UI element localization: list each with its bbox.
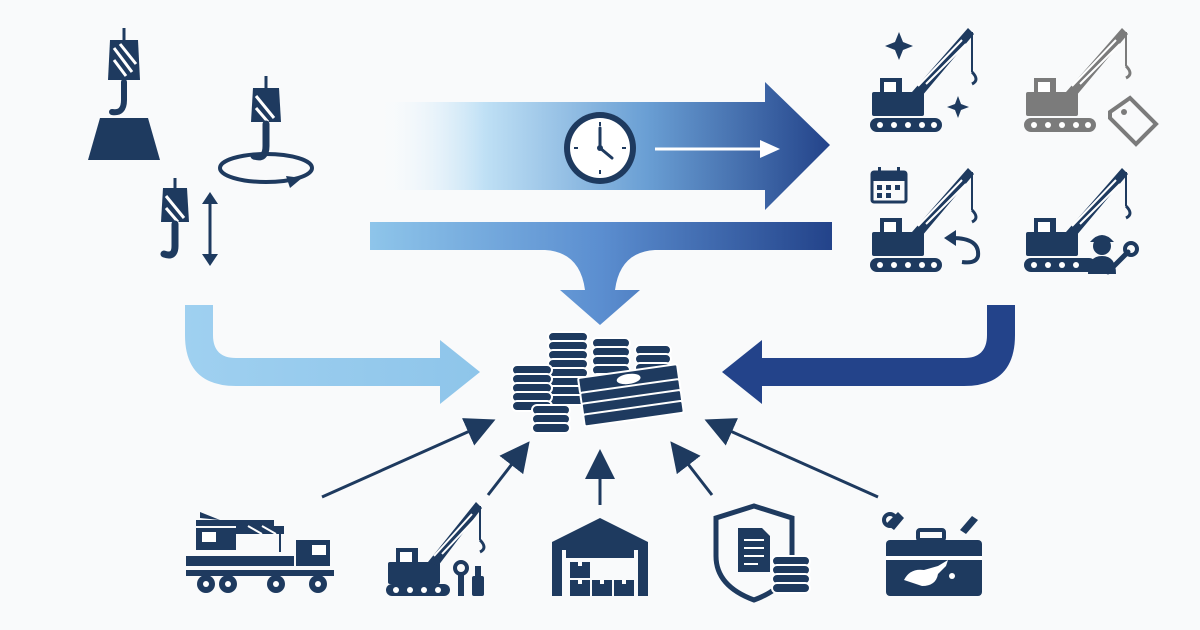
crane-maintenance-worker-icon xyxy=(1024,168,1139,275)
used-crane-price-tag-icon xyxy=(1024,28,1159,147)
new-crane-sparkle-icon xyxy=(870,28,978,132)
bottom-inflow-arrows xyxy=(321,418,879,505)
right-flow-arrow xyxy=(722,305,1015,404)
crane-rental-calendar-icon xyxy=(870,167,981,272)
insurance-shield-document-icon xyxy=(713,503,811,603)
money-coins-banknotes-icon xyxy=(511,331,685,434)
clock-icon xyxy=(564,112,636,184)
hook-with-load-icon xyxy=(88,28,160,160)
truck-crane-icon xyxy=(186,512,334,593)
toolbox-oil-can-icon xyxy=(882,512,982,596)
convergence-brace-arrow xyxy=(370,222,832,325)
rotating-hook-icon xyxy=(218,76,314,188)
crane-tools-icon xyxy=(386,502,486,596)
hook-up-down-icon xyxy=(160,178,218,266)
warehouse-boxes-icon xyxy=(552,518,648,596)
left-flow-arrow xyxy=(185,305,480,404)
